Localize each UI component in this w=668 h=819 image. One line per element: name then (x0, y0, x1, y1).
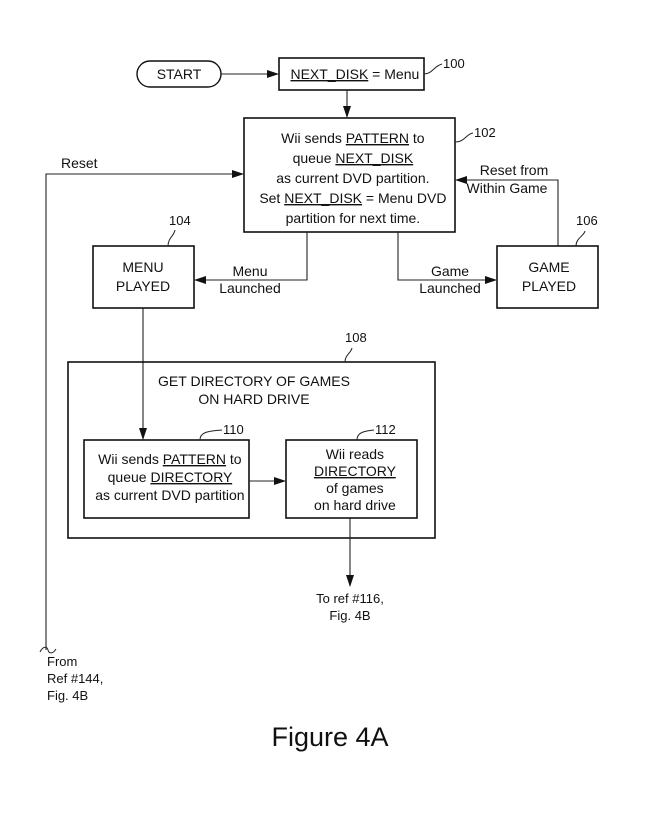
t: to (226, 451, 242, 467)
step-112-line-2: DIRECTORY (287, 463, 415, 479)
arrow-reset-to-102 (45, 170, 244, 650)
step-110-line-1: Wii sends PATTERN to (71, 451, 261, 467)
step-102-line-1: Wii sends PATTERN to (254, 130, 444, 146)
connector-to-line-1: To ref #116, (316, 591, 384, 606)
step-112-line-1: Wii reads (298, 446, 403, 462)
ref-112: 112 (375, 422, 396, 437)
step-112-box (285, 439, 418, 519)
ref-leader-102 (454, 132, 474, 143)
pattern-var: PATTERN (346, 130, 409, 146)
t: queue (108, 469, 151, 485)
ref-leader-108 (344, 347, 353, 363)
step-102-line-4: Set NEXT_DISK = Menu DVD (232, 190, 466, 206)
t: queue (293, 150, 336, 166)
step-102-line-3: as current DVD partition. (249, 170, 449, 186)
next-disk-var: NEXT_DISK (284, 190, 362, 206)
step-106-game-played: GAME PLAYED 106 (496, 213, 599, 309)
ref-leader-112 (356, 429, 375, 441)
ref-104: 104 (169, 213, 191, 228)
t: on hard drive (314, 497, 396, 513)
ref-leader-104 (167, 229, 176, 247)
step-104-line-1: MENU (122, 259, 163, 275)
step-100-box (278, 57, 425, 91)
ref-leader-110 (199, 429, 223, 441)
ref-leader-106 (575, 230, 586, 247)
step-108-line-2: ON HARD DRIVE (198, 391, 309, 407)
step-110-box (83, 439, 250, 519)
arrow-game-launched (397, 232, 497, 284)
step-106-box (496, 245, 599, 309)
label-reset-from-line-2: Within Game (467, 180, 548, 196)
t: to (409, 130, 425, 146)
step-112-line-3: of games (299, 480, 403, 496)
step-102-send-pattern: Wii sends PATTERN to queue NEXT_DISK as … (232, 117, 496, 233)
t: Wii reads (326, 446, 384, 462)
t: Wii sends (281, 130, 346, 146)
step-110-line-2: queue DIRECTORY (80, 469, 251, 485)
step-108-box (67, 361, 436, 539)
step-106-line-2: PLAYED (522, 278, 576, 294)
label-menu-launched: Launched (219, 280, 281, 296)
connector-from-line-3: Fig. 4B (47, 688, 88, 703)
t: Set (259, 190, 284, 206)
step-106-line-1: GAME (528, 259, 569, 275)
label-menu: Menu (232, 263, 267, 279)
t: Wii sends (98, 451, 163, 467)
next-disk-var: NEXT_DISK (335, 150, 413, 166)
connector-from-line-1: From (47, 654, 77, 669)
ref-108: 108 (345, 330, 367, 345)
label-game-launched: Launched (419, 280, 481, 296)
step-108-get-directory: GET DIRECTORY OF GAMES ON HARD DRIVE 108 (67, 330, 436, 539)
ref-leader-100 (423, 63, 443, 75)
step-104-line-2: PLAYED (116, 278, 170, 294)
figure-caption: Figure 4A (271, 722, 388, 752)
ref-110: 110 (223, 422, 244, 437)
step-102-line-5: partition for next time. (258, 210, 439, 226)
step-110-send-pattern-directory: Wii sends PATTERN to queue DIRECTORY as … (68, 422, 264, 519)
t: = Menu DVD (362, 190, 446, 206)
ref-106: 106 (576, 213, 598, 228)
label-game: Game (431, 263, 469, 279)
start-label: START (157, 66, 202, 82)
step-100-next-disk-menu: NEXT_DISK = Menu 100 (263, 56, 465, 91)
arrow-menu-launched (194, 232, 308, 284)
break-symbol-icon (39, 646, 57, 654)
step-112-line-4: on hard drive (287, 497, 415, 513)
step-102-box (243, 117, 456, 233)
directory-var: DIRECTORY (150, 469, 233, 485)
t: of games (326, 480, 384, 496)
t: as current DVD partition (95, 487, 244, 503)
t: as current DVD partition. (276, 170, 429, 186)
start-terminal: START (136, 60, 222, 88)
step-100-text-rest: = Menu (368, 66, 419, 82)
ref-102: 102 (474, 125, 496, 140)
ref-100: 100 (443, 56, 465, 71)
label-reset: Reset (61, 155, 98, 171)
connector-from-line-2: Ref #144, (47, 671, 103, 686)
next-disk-var: NEXT_DISK (290, 66, 368, 82)
step-100-text: NEXT_DISK = Menu (263, 66, 438, 82)
pattern-var: PATTERN (163, 451, 226, 467)
arrow-reset-from-game-to-102 (455, 176, 559, 246)
step-104-menu-played: MENU PLAYED 104 (92, 213, 195, 309)
step-104-box (92, 245, 195, 309)
connector-to-line-2: Fig. 4B (329, 608, 370, 623)
label-reset-from-line-1: Reset from (480, 162, 548, 178)
step-112-read-directory: Wii reads DIRECTORY of games on hard dri… (285, 422, 418, 519)
directory-var: DIRECTORY (314, 463, 397, 479)
t: partition for next time. (286, 210, 421, 226)
step-108-line-1: GET DIRECTORY OF GAMES (158, 373, 350, 389)
step-110-line-3: as current DVD partition (68, 487, 264, 503)
step-102-line-2: queue NEXT_DISK (265, 150, 432, 166)
